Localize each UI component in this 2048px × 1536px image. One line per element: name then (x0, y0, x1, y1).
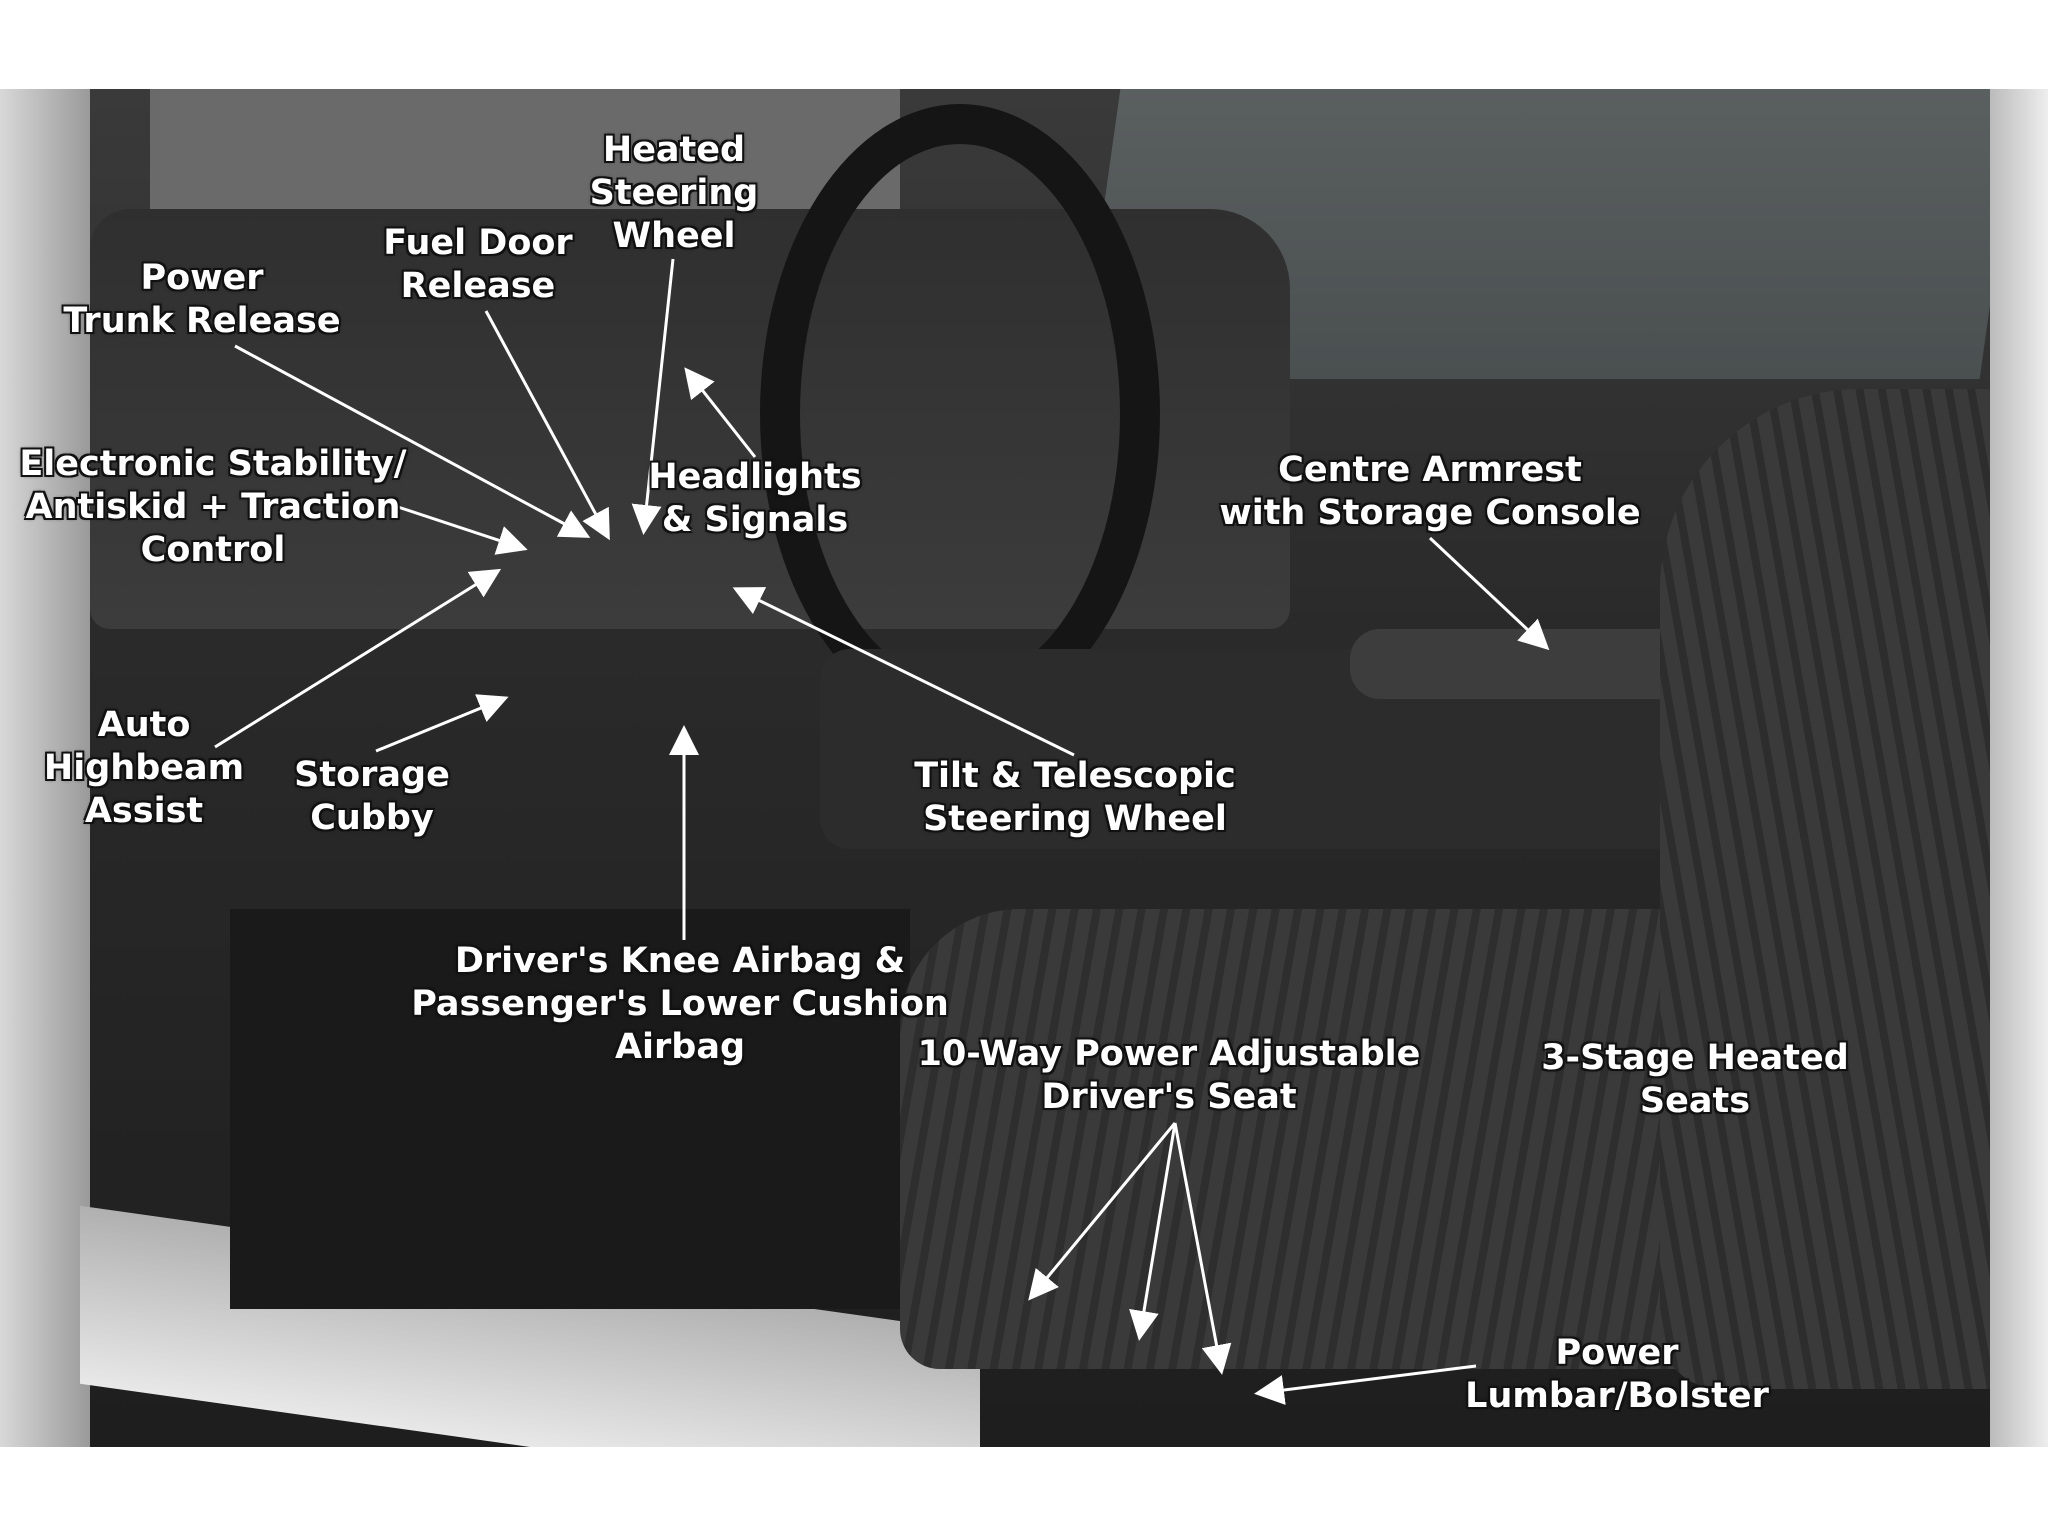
driver-seat-back (1660, 389, 2048, 1389)
label-line: Passenger's Lower Cushion (411, 984, 949, 1024)
label-power-seat: 10-Way Power Adjustable Driver's Seat (918, 1033, 1421, 1119)
label-tilt-telescopic: Tilt & Telescopic Steering Wheel (914, 755, 1236, 841)
label-heated-steering-wheel: Heated Steering Wheel (590, 129, 759, 258)
label-heated-seats: 3-Stage Heated Seats (1541, 1037, 1849, 1123)
floor-mat (230, 909, 910, 1309)
arrow-storage-cubby (375, 694, 509, 753)
label-line: Trunk Release (63, 301, 341, 341)
label-line: Storage (294, 755, 450, 795)
label-storage-cubby: Storage Cubby (294, 754, 450, 840)
label-line: Control (140, 530, 286, 570)
arrow-power-lumbar (1254, 1364, 1477, 1405)
label-line: Antiskid + Traction (25, 487, 401, 527)
arrow-electronic-stability (397, 505, 528, 555)
label-electronic-stability: Electronic Stability/ Antiskid + Tractio… (19, 443, 406, 572)
label-line: Electronic Stability/ (19, 444, 407, 484)
label-line: Driver's Knee Airbag & (454, 941, 906, 981)
label-line: Tilt & Telescopic (914, 756, 1236, 796)
arrow-headlights (684, 367, 757, 458)
label-line: Highbeam (43, 748, 245, 788)
arrow-power-seat-2 (1129, 1122, 1177, 1341)
label-line: Fuel Door (383, 223, 573, 263)
label-centre-armrest: Centre Armrest with Storage Console (1219, 449, 1640, 535)
label-line: Power (1555, 1333, 1679, 1373)
label-line: Auto (97, 705, 191, 745)
label-line: Lumbar/Bolster (1465, 1376, 1769, 1416)
label-line: Driver's Seat (1041, 1077, 1297, 1117)
door-frame-right (1990, 89, 2048, 1447)
label-line: & Signals (661, 500, 849, 540)
arrow-centre-armrest (1428, 536, 1550, 651)
label-line: 3-Stage Heated (1541, 1038, 1849, 1078)
arrow-power-trunk (234, 344, 591, 538)
label-power-trunk-release: Power Trunk Release (63, 257, 340, 343)
label-line: Steering (589, 173, 759, 213)
label-line: Seats (1639, 1081, 1751, 1121)
arrow-auto-highbeam (214, 568, 502, 749)
arrow-heated-steering-wheel (631, 258, 675, 535)
label-line: Wheel (612, 216, 736, 256)
car-interior-photo (0, 89, 2048, 1447)
label-auto-highbeam: Auto Highbeam Assist (44, 704, 244, 833)
arrow-power-seat-1 (1028, 1122, 1177, 1301)
label-line: Heated (602, 130, 746, 170)
label-line: Release (400, 266, 556, 306)
label-line: 10-Way Power Adjustable (917, 1034, 1421, 1074)
label-headlights-signals: Headlights & Signals (648, 456, 861, 542)
door-frame-left (0, 89, 90, 1447)
label-line: Assist (84, 791, 204, 831)
label-line: Power (140, 258, 264, 298)
label-power-lumbar: Power Lumbar/Bolster (1465, 1332, 1769, 1418)
label-line: Cubby (310, 798, 434, 838)
label-line: Centre Armrest (1278, 450, 1582, 490)
arrow-power-seat-3 (1173, 1122, 1232, 1375)
label-line: with Storage Console (1219, 493, 1641, 533)
label-line: Headlights (648, 457, 862, 497)
arrow-fuel-door (484, 310, 610, 541)
label-line: Steering Wheel (923, 799, 1227, 839)
arrow-tilt-telescopic (732, 587, 1075, 757)
label-line: Airbag (614, 1027, 746, 1067)
label-knee-airbag: Driver's Knee Airbag & Passenger's Lower… (411, 940, 949, 1069)
label-fuel-door-release: Fuel Door Release (383, 222, 572, 308)
